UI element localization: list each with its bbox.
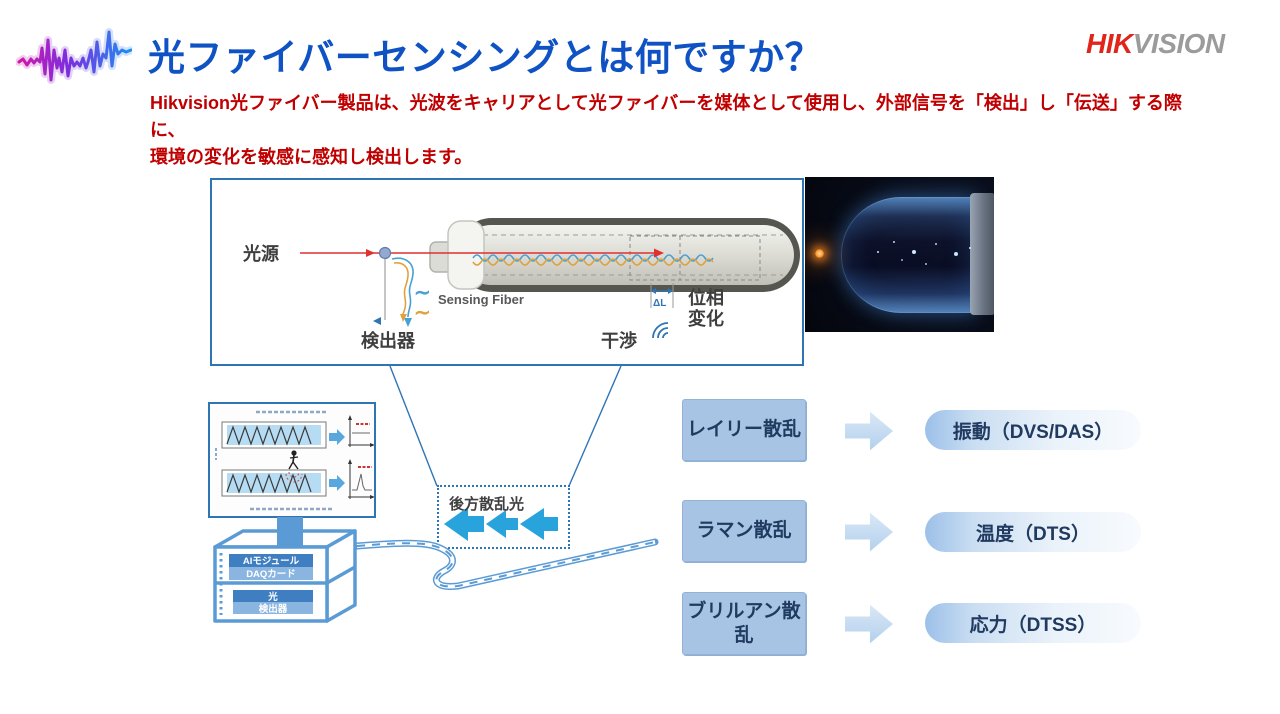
mini-arrow-2 bbox=[329, 475, 345, 491]
backscatter-label: 後方散乱光 bbox=[449, 496, 525, 513]
waveform-icon bbox=[16, 28, 132, 84]
fiber-cable-illustration bbox=[429, 218, 800, 292]
photo-glowing-fiber-cylinder bbox=[841, 197, 975, 313]
sensing-fiber-label: Sensing Fiber bbox=[438, 292, 524, 307]
device-daq-card-label: DAQカード bbox=[246, 569, 296, 580]
light-source-label: 光源 bbox=[243, 244, 279, 264]
device-ai-module-label: AIモジュール bbox=[243, 556, 300, 567]
subtitle-line-1: Hikvision光ファイバー製品は、光波をキャリアとして光ファイバーを媒体とし… bbox=[150, 93, 1182, 140]
funnel-line-left bbox=[389, 365, 438, 487]
photo-light-spot bbox=[815, 249, 824, 258]
device-detector-bar bbox=[233, 602, 313, 614]
scatter-box-brillouin: ブリルアン散乱 bbox=[682, 592, 806, 655]
logo-hik: HIK bbox=[1086, 28, 1133, 59]
device-ai-module-bar bbox=[229, 554, 313, 567]
mini-graph-pulse bbox=[348, 459, 374, 499]
result-pill-stress: 応力（DTSS） bbox=[925, 603, 1141, 643]
detector-label: 検出器 bbox=[361, 331, 415, 351]
device-daq-card-bar bbox=[229, 567, 313, 580]
scatter-box-rayleigh: レイリー散乱 bbox=[682, 399, 806, 461]
page-title: 光ファイバーセンシングとは何ですか？ bbox=[148, 37, 823, 78]
right-arrow-1 bbox=[845, 411, 893, 451]
device-detector-label: 検出器 bbox=[259, 603, 288, 615]
mini-fiber-bar-2 bbox=[221, 469, 327, 497]
right-arrow-2 bbox=[845, 512, 893, 552]
intrusion-mini-diagram bbox=[208, 402, 376, 518]
device-optical-label: 光 bbox=[267, 591, 278, 603]
mini-arrow-1 bbox=[329, 429, 345, 445]
scatter-box-raman: ラマン散乱 bbox=[682, 500, 806, 562]
right-arrow-3 bbox=[845, 604, 893, 644]
hikvision-logo: HIKVISION bbox=[1086, 28, 1225, 60]
interference-label: 干渉 bbox=[601, 331, 637, 351]
result-pill-vibration: 振動（DVS/DAS） bbox=[925, 410, 1141, 450]
sensing-zone-dashed-box bbox=[629, 235, 761, 281]
device-optical-bar bbox=[233, 590, 313, 602]
mini-diagram-art bbox=[215, 410, 374, 511]
phase-change-label: 位相 変化 bbox=[688, 288, 724, 329]
orange-wave-legend-icon: ∼ bbox=[414, 302, 431, 324]
result-pill-temperature: 温度（DTS） bbox=[925, 512, 1141, 552]
sensing-wave-blue bbox=[472, 254, 714, 262]
photo-fiber-collar bbox=[970, 193, 994, 315]
cable-collar bbox=[447, 220, 485, 290]
page-subtitle: Hikvision光ファイバー製品は、光波をキャリアとして光ファイバーを媒体とし… bbox=[150, 90, 1200, 171]
interrogator-device: AIモジュール DAQカード 光 検出器 bbox=[213, 529, 357, 623]
photo-sparkles bbox=[877, 251, 879, 253]
fiber-photo bbox=[805, 177, 994, 332]
cable-inner bbox=[461, 225, 794, 285]
mini-person-icon bbox=[285, 450, 303, 483]
subtitle-line-2: 環境の変化を敏感に感知し検出します。 bbox=[150, 147, 473, 167]
funnel-line-right bbox=[568, 365, 622, 487]
mini-graph-no-signal bbox=[348, 415, 374, 447]
sensing-wave-orange bbox=[472, 258, 714, 266]
blue-wave-legend-icon: ∼ bbox=[414, 282, 431, 304]
mini-fiber-bar-1 bbox=[221, 421, 327, 449]
logo-vision: VISION bbox=[1132, 28, 1225, 59]
